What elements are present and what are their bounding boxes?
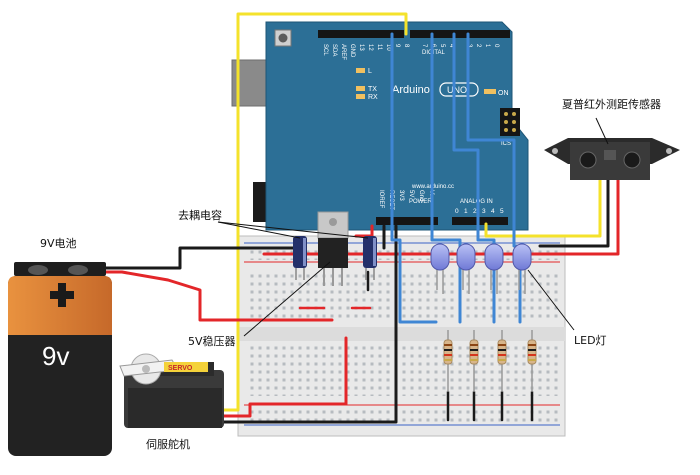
label-on: ON bbox=[498, 90, 509, 97]
resistor-2 bbox=[469, 330, 479, 392]
led-3 bbox=[484, 243, 504, 294]
red-wire-servo bbox=[222, 336, 348, 418]
label-ir-sensor: 夏普红外测距传感器 bbox=[562, 97, 661, 111]
wires bbox=[68, 12, 620, 424]
red-wire-sensor bbox=[262, 176, 620, 256]
servo-brand-text: SERVO bbox=[168, 365, 193, 372]
pin-label-1: 1 bbox=[484, 44, 490, 48]
sharp-ir-sensor bbox=[544, 138, 680, 180]
led-2 bbox=[456, 243, 476, 294]
callout-lines bbox=[217, 117, 609, 337]
power-header-label: POWER bbox=[409, 199, 432, 205]
label-servo: 伺服舵机 bbox=[146, 437, 190, 451]
icsp-header bbox=[500, 108, 520, 136]
label-l: L bbox=[368, 68, 372, 75]
label-decoupling-cap: 去耦电容 bbox=[178, 208, 222, 222]
power-pin-label-ioref: IOREF bbox=[378, 190, 384, 209]
capacitor-left bbox=[293, 236, 307, 280]
pin-label-aref: AREF bbox=[340, 44, 346, 60]
pin-label-9: 9 bbox=[394, 44, 400, 48]
capacitor-right bbox=[363, 236, 377, 280]
analog-header-label: ANALOG IN bbox=[460, 199, 493, 205]
led-1 bbox=[430, 243, 450, 294]
black-wire-sensor bbox=[538, 176, 610, 248]
pin-label-sda: SDA bbox=[331, 44, 337, 56]
pin-label-10: 10 bbox=[385, 44, 391, 51]
led-rx-indicator bbox=[356, 94, 365, 99]
pin-label-2: 2 bbox=[475, 44, 481, 48]
led-tx-indicator bbox=[356, 86, 365, 91]
pin-label-0: 0 bbox=[493, 44, 499, 48]
black-wire-servo bbox=[222, 224, 398, 424]
icsp-label: ICS bbox=[501, 141, 511, 147]
led-4 bbox=[512, 243, 532, 294]
pin-label-13: 13 bbox=[358, 44, 364, 51]
label-led: LED灯 bbox=[574, 334, 607, 347]
power-pin-label-3v3: 3V3 bbox=[398, 190, 404, 201]
pin-label-4: 4 bbox=[448, 44, 454, 48]
pin-label-12: 12 bbox=[367, 44, 373, 51]
power-pin-label-5v: 5V bbox=[408, 190, 414, 197]
resistor-3 bbox=[497, 330, 507, 392]
led-on-indicator bbox=[484, 89, 496, 94]
resistor-1 bbox=[443, 330, 453, 392]
resistor-4 bbox=[527, 330, 537, 392]
pin-label-scl: SCL bbox=[322, 44, 328, 56]
label-battery: 9V电池 bbox=[40, 237, 77, 250]
digital-header-label: DIGITAL bbox=[422, 50, 446, 56]
red-wire-battery bbox=[92, 270, 334, 322]
pin-label-7: 7 bbox=[421, 44, 427, 48]
label-tx: TX bbox=[368, 86, 377, 93]
yellow-wire-sensor bbox=[484, 176, 602, 238]
analog-pin-label-1: 1 bbox=[464, 208, 468, 215]
resistor-group bbox=[443, 330, 537, 392]
label-rx: RX bbox=[368, 94, 378, 101]
battery-voltage-text: 9v bbox=[42, 341, 69, 371]
analog-pin-label-3: 3 bbox=[482, 208, 486, 215]
battery-9v: 9v bbox=[8, 262, 112, 456]
analog-pin-label-2: 2 bbox=[473, 208, 477, 215]
analog-pin-label-5: 5 bbox=[500, 208, 504, 215]
arduino-board: ICS L TX RX ON Arduino UNO www.arduino.c… bbox=[231, 21, 529, 231]
led-group bbox=[430, 243, 532, 294]
arduino-model: UNO bbox=[447, 85, 467, 95]
pin-label-5: 5 bbox=[439, 44, 445, 48]
pin-label-gnd: GND bbox=[349, 44, 355, 58]
servo-motor: SERVO bbox=[119, 353, 224, 428]
pin-label-8: 8 bbox=[403, 44, 409, 48]
yellow-wire-servo bbox=[222, 12, 408, 412]
power-pin-label-gnd: Gnd bbox=[418, 190, 424, 201]
analog-pin-label-0: 0 bbox=[455, 208, 459, 215]
arduino-brand: Arduino bbox=[392, 84, 430, 96]
pin-label-11: 11 bbox=[376, 44, 382, 51]
led-l-indicator bbox=[356, 68, 365, 73]
blue-wire-led-1 bbox=[390, 32, 438, 324]
label-regulator: 5V稳压器 bbox=[188, 334, 236, 348]
analog-pin-label-4: 4 bbox=[491, 208, 495, 215]
